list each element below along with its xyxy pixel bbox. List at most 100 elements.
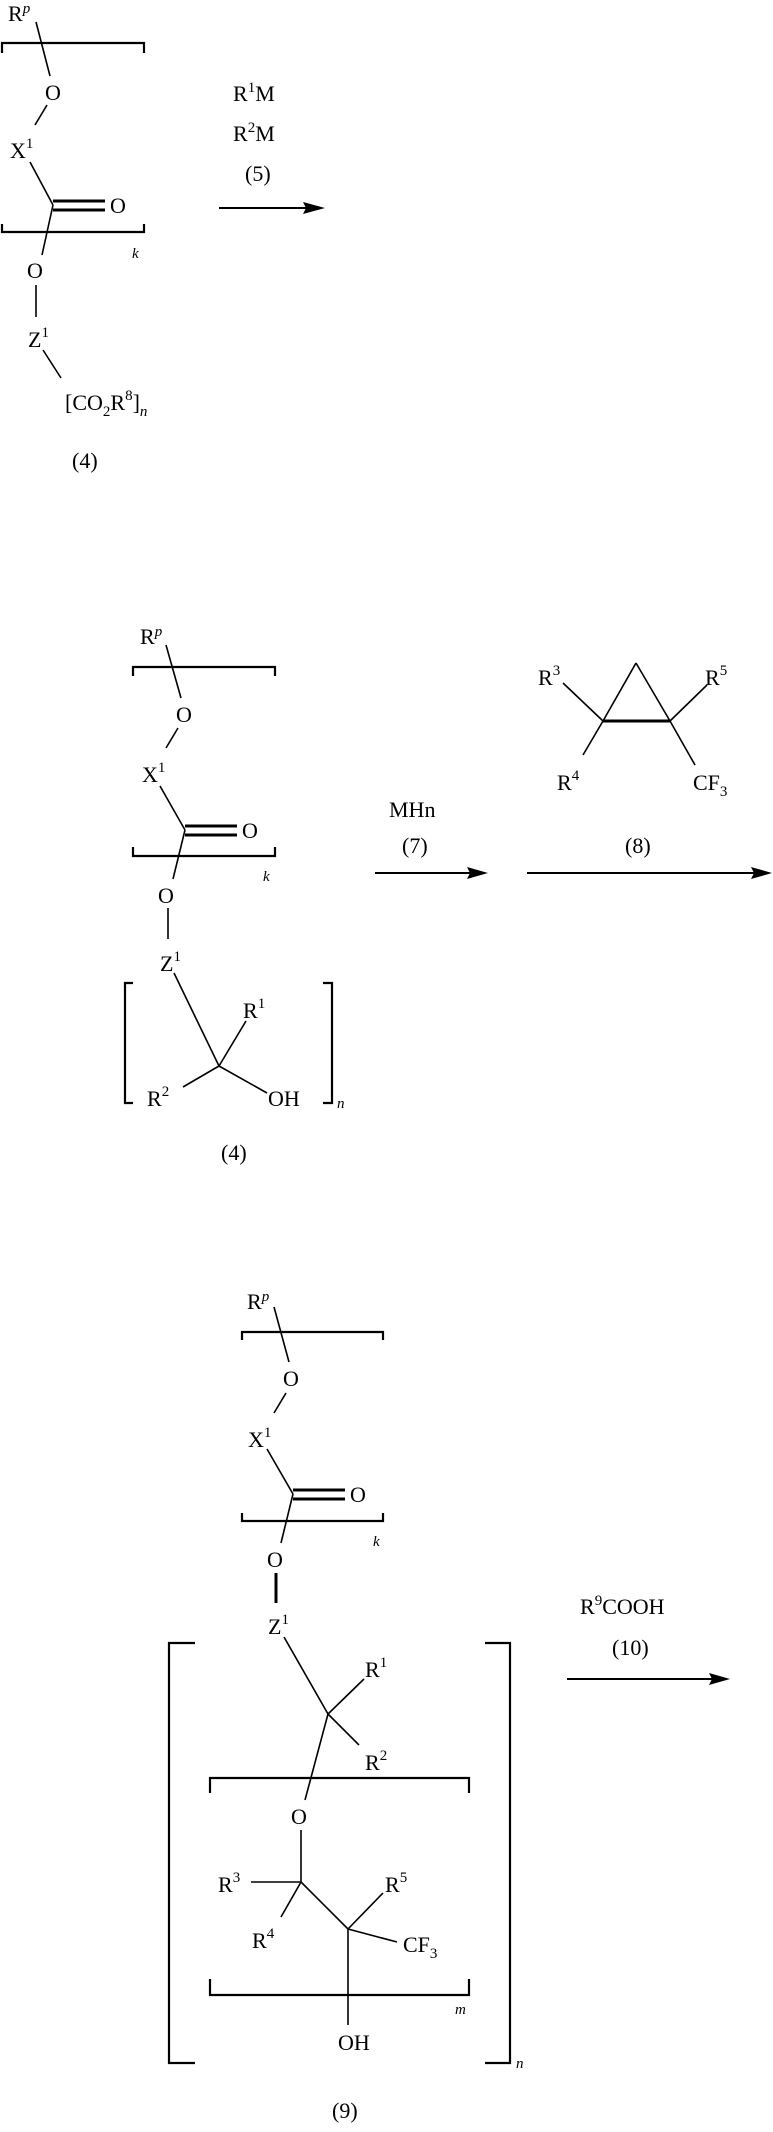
substituent-cf3: CF3 <box>403 1932 437 1962</box>
bond-c2-r5 <box>347 1892 384 1930</box>
substituent-r1: R1 <box>243 996 265 1023</box>
carbonyl-oxygen: O <box>350 1482 366 1507</box>
bond-rp-o <box>165 644 182 699</box>
ester-oxygen: O <box>27 258 43 283</box>
hydroxyl-group: OH <box>338 2030 370 2055</box>
substituent-cf3: CF3 <box>693 770 727 800</box>
ether-oxygen: O <box>45 80 61 105</box>
bond-x1-c <box>29 161 54 206</box>
reagent-r2m: R2M <box>233 120 275 146</box>
bond-o-x1 <box>165 727 179 749</box>
outer-index-n: n <box>516 2056 524 2072</box>
bond-c2-cf3 <box>347 1928 398 1943</box>
linker-x1-label: X1 <box>142 760 165 787</box>
substituent-r4: R4 <box>557 768 580 795</box>
substituent-r5: R5 <box>705 663 727 690</box>
bond-x1-c <box>266 1448 294 1495</box>
inner-bracket-top <box>208 1776 471 1793</box>
substituent-r3: R3 <box>538 663 560 690</box>
repeat-bracket-bottom <box>240 1513 385 1523</box>
reagent-label-8: (8) <box>625 833 651 858</box>
inner-oxygen: O <box>291 1804 307 1829</box>
bond-rp-o <box>273 1306 290 1363</box>
compound-label-4a: (4) <box>72 448 98 473</box>
bond-r4 <box>582 720 604 756</box>
bond-c-o <box>280 1493 294 1544</box>
bond-c-o <box>172 829 186 880</box>
substituent-r1: R1 <box>365 1655 387 1682</box>
ether-oxygen: O <box>283 1366 299 1391</box>
bond-cf3 <box>669 720 696 766</box>
bond-c-r1 <box>218 1020 247 1067</box>
bond-c-r2 <box>182 1065 220 1088</box>
reagent-r9cooh: R9COOH <box>580 1593 665 1619</box>
substituent-r5: R5 <box>385 1870 407 1897</box>
substituent-r4: R4 <box>252 1926 275 1953</box>
pendant-r-label: Rp <box>140 624 163 649</box>
repeat-bracket-top <box>131 665 277 676</box>
step1-reactant-structure: Rp O X1 O k O Z1 [CO2R8]n (4) <box>0 1 147 473</box>
bond-c3-c2 <box>300 1881 349 1930</box>
bond-c-inner-o <box>304 1713 329 1801</box>
ring-bond-right <box>635 662 671 722</box>
repeat-bracket-bottom <box>131 847 277 858</box>
pendant-r-label: Rp <box>8 1 31 26</box>
hydroxyl-group: OH <box>268 1086 300 1111</box>
compound-label-4b: (4) <box>221 1140 247 1165</box>
repeat-bracket-top <box>0 41 146 53</box>
bond-c3-r4 <box>280 1881 302 1918</box>
bond-rp-o <box>35 21 51 77</box>
outer-bracket-right <box>323 981 334 1105</box>
linker-x1-label: X1 <box>10 136 33 163</box>
outer-bracket-left <box>167 1641 195 2065</box>
repeat-index-k: k <box>263 869 270 885</box>
step2-reagent-a: MHn (7) <box>375 797 488 879</box>
ester-oxygen: O <box>158 883 174 908</box>
bond-z1-ester <box>42 349 62 379</box>
step2-reactant-structure: Rp O X1 O k O Z1 n R1 R2 OH (4) <box>123 624 345 1165</box>
repeat-bracket-top <box>240 1330 385 1340</box>
carbonyl-oxygen: O <box>242 818 258 843</box>
reagent-r1m: R1M <box>233 80 275 106</box>
reaction-arrow-2 <box>375 867 488 879</box>
pendant-r-label: Rp <box>247 1289 270 1314</box>
ether-oxygen: O <box>176 702 192 727</box>
repeat-bracket-bottom <box>0 224 146 234</box>
spacer-z1-label: Z1 <box>160 949 181 976</box>
reaction-arrow-3 <box>527 867 772 879</box>
carbonyl-oxygen: O <box>110 193 126 218</box>
bond-c-o <box>41 204 54 256</box>
ester-group-label: [CO2R8]n <box>65 388 147 420</box>
substituent-r2: R2 <box>147 1084 169 1111</box>
bracket-index-n: n <box>337 1096 345 1112</box>
reagent-label-10: (10) <box>612 1635 649 1660</box>
ester-oxygen: O <box>267 1547 283 1572</box>
bond-r5 <box>669 684 708 722</box>
repeat-index-k: k <box>132 246 139 262</box>
step3-reagents: R9COOH (10) <box>567 1593 730 1685</box>
step1-reagents: R1M R2M (5) <box>219 80 325 214</box>
spacer-z1-label: Z1 <box>28 325 49 352</box>
bond-c-oh <box>218 1065 268 1094</box>
outer-bracket-left <box>123 981 133 1105</box>
bond-o-x1 <box>34 104 48 126</box>
bond-o-x1 <box>273 1392 287 1414</box>
repeat-index-k: k <box>373 1534 380 1550</box>
ring-bond-left <box>602 662 637 722</box>
spacer-z1-label: Z1 <box>268 1612 289 1639</box>
reaction-arrow-4 <box>567 1673 730 1685</box>
outer-bracket-right <box>485 1641 512 2065</box>
reagent-mhn: MHn <box>389 797 435 822</box>
substituent-r2: R2 <box>365 1748 387 1775</box>
inner-bracket-bottom <box>208 1979 471 1997</box>
compound-label-9: (9) <box>332 2098 358 2123</box>
reaction-arrow-1 <box>219 202 325 214</box>
bond-r3 <box>562 682 604 722</box>
bond-z1-c <box>173 972 220 1067</box>
bond-c-r2 <box>327 1713 360 1746</box>
step2-reagent-b-cyclopropane: R3 R4 R5 CF3 (8) <box>527 662 772 879</box>
bond-c-r1 <box>327 1678 365 1715</box>
linker-x1-label: X1 <box>248 1425 271 1452</box>
reagent-label-7: (7) <box>402 833 428 858</box>
